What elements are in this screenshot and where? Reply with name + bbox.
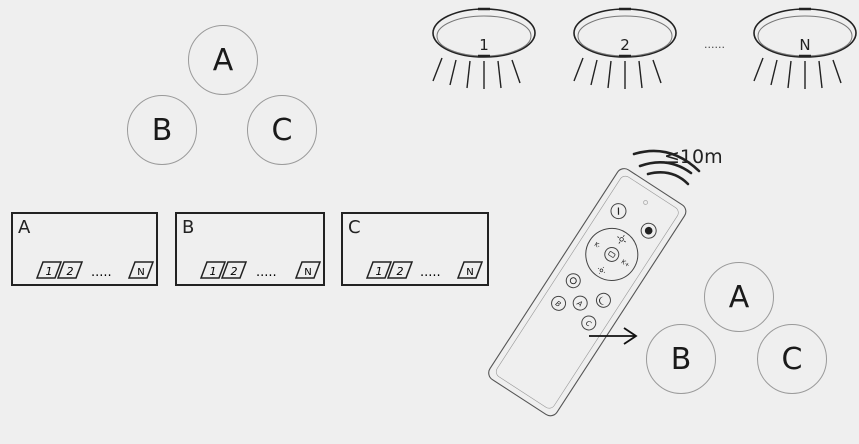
- k-plus-label: K+: [620, 258, 631, 269]
- group-dots: .....: [256, 265, 277, 280]
- item-label: N: [137, 267, 144, 278]
- group-box-b: B 1 2 ..... N: [175, 212, 325, 286]
- group-c-button[interactable]: C: [579, 313, 598, 332]
- item-label: 2: [67, 265, 74, 278]
- arrow-icon: [589, 327, 638, 345]
- group-c-circle: C: [247, 95, 317, 165]
- brightness-up-icon: [617, 234, 627, 244]
- group-b-button[interactable]: B: [549, 294, 568, 313]
- signal-waves-icon: [632, 149, 701, 186]
- cycle-button[interactable]: [564, 271, 583, 290]
- group-a-button[interactable]: A: [571, 293, 590, 312]
- group-items: 1 2 ..... N: [199, 261, 322, 280]
- indicator-light: [643, 200, 648, 205]
- group-a-button-label: A: [575, 299, 584, 309]
- group-c-circle: C: [757, 324, 827, 394]
- group-dots: .....: [91, 265, 112, 280]
- group-box-a: A 1 2 ..... N: [11, 212, 158, 286]
- group-box-letter: C: [348, 217, 361, 238]
- moon-button[interactable]: [594, 291, 613, 310]
- lamp-item-1: 1: [365, 261, 393, 279]
- item-label: N: [466, 267, 473, 278]
- lamp-item-n: N: [456, 261, 484, 279]
- group-box-letter: B: [182, 217, 195, 238]
- lamp-item-n: N: [294, 261, 322, 279]
- lamp-item-1: 1: [199, 261, 227, 279]
- group-a-circle: A: [188, 25, 258, 95]
- item-label: 2: [231, 265, 238, 278]
- item-label: 2: [397, 265, 404, 278]
- group-box-letter: A: [18, 217, 31, 238]
- lamp-item-1: 1: [35, 261, 63, 279]
- brightness-down-icon: [597, 266, 605, 274]
- power-button[interactable]: [608, 201, 629, 222]
- group-b-button-label: B: [554, 300, 563, 309]
- group-a-circle: A: [704, 262, 774, 332]
- lamp-item-2: 2: [386, 261, 414, 279]
- lamp-item-n: N: [127, 261, 155, 279]
- night-light-button[interactable]: [638, 220, 659, 241]
- group-box-c: C 1 2 ..... N: [341, 212, 489, 286]
- group-dots: .....: [420, 265, 441, 280]
- item-label: 1: [46, 265, 53, 278]
- item-label: N: [304, 267, 311, 278]
- control-wheel[interactable]: K- K+: [576, 218, 648, 290]
- lamp-item-2: 2: [220, 261, 248, 279]
- range-label: ≤10m: [664, 146, 723, 168]
- item-label: 1: [210, 265, 217, 278]
- group-items: 1 2 ..... N: [365, 261, 484, 280]
- group-b-circle: B: [127, 95, 197, 165]
- group-items: 1 2 ..... N: [35, 261, 155, 280]
- lamp-item-2: 2: [56, 261, 84, 279]
- item-label: 1: [376, 265, 383, 278]
- k-minus-label: K-: [593, 241, 601, 250]
- group-b-circle: B: [646, 324, 716, 394]
- group-c-button-label: C: [584, 319, 593, 328]
- remote-control: K- K+ B A: [488, 168, 687, 417]
